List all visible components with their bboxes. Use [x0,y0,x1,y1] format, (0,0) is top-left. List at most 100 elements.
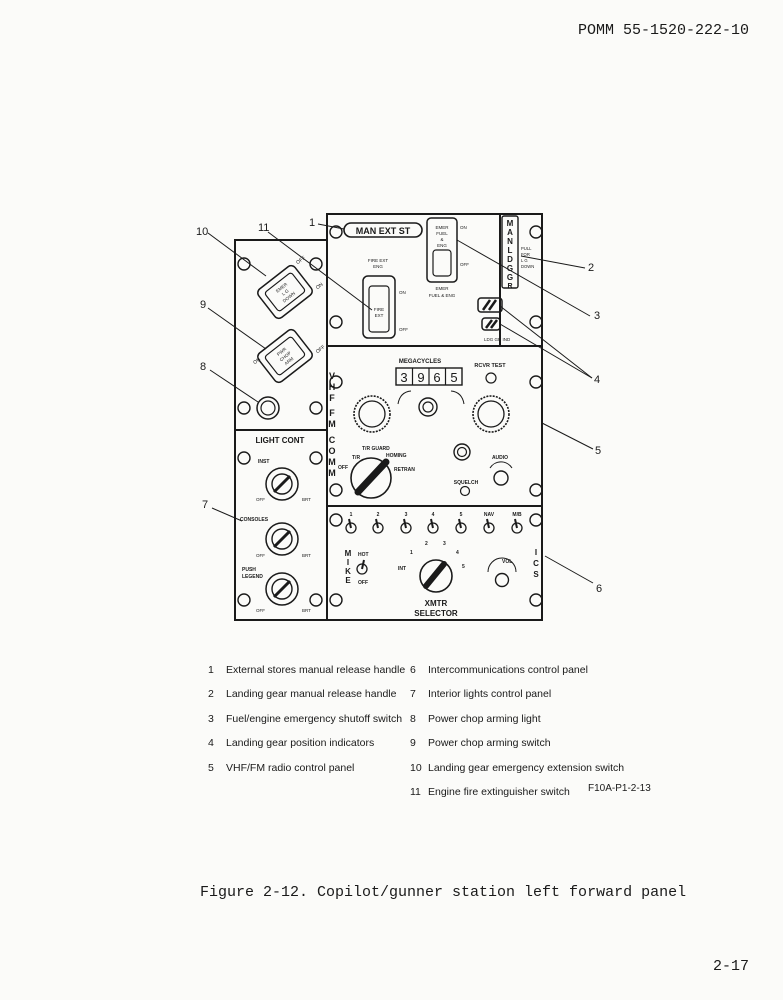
svg-text:9: 9 [200,299,206,311]
svg-text:ON: ON [315,282,325,292]
svg-text:M: M [328,419,336,429]
svg-text:3: 3 [443,541,446,547]
svg-text:N: N [507,237,513,246]
svg-text:M: M [328,468,336,478]
svg-text:E: E [345,576,351,585]
svg-text:OFF: OFF [399,327,408,332]
svg-text:4: 4 [456,550,459,556]
svg-text:T/R: T/R [352,455,360,461]
svg-text:VOL: VOL [502,559,512,565]
svg-text:CHOP: CHOP [279,350,292,362]
svg-text:1: 1 [410,550,413,556]
frequency-display: 3 9 6 5 [395,367,463,386]
ldg-gr-indicators: LDG GR IND [477,297,511,342]
fire-ext-switch: FIRE EXT ENG FIRE EXT ON OFF [362,258,408,339]
figure-code: F10A-P1-2-13 [588,783,651,794]
rcvr-test-light [485,372,497,384]
svg-text:11: 11 [258,222,269,234]
svg-text:C: C [533,559,539,568]
svg-text:FUEL & ENG: FUEL & ENG [429,293,456,298]
svg-text:DOWN: DOWN [521,264,534,269]
svg-text:PWR: PWR [276,346,288,357]
svg-text:M: M [507,219,514,228]
svg-text:OFF: OFF [256,497,265,502]
fuel-engine-shutoff-switch: EMER FUEL & ENG ON OFF EMER FUEL & ENG [426,217,469,298]
svg-text:EXT: EXT [375,313,384,318]
panel-screws [237,225,543,607]
svg-text:OFF: OFF [460,262,469,267]
svg-text:INST: INST [258,459,269,465]
figure-caption: Figure 2-12. Copilot/gunner station left… [200,884,687,901]
page-number: 2-17 [712,958,749,975]
svg-text:S: S [533,570,539,579]
callout-numbers: 1 2 3 4 5 6 7 8 9 10 11 [196,217,602,595]
svg-text:OFF: OFF [338,465,348,471]
svg-text:F: F [329,408,335,418]
svg-text:I: I [347,558,349,567]
svg-text:5: 5 [595,445,601,457]
svg-text:OFF: OFF [315,344,327,355]
svg-text:4: 4 [594,374,600,386]
svg-text:3: 3 [594,310,600,322]
svg-text:5: 5 [460,512,463,518]
svg-text:OFF: OFF [295,255,307,266]
svg-text:NAV: NAV [484,512,495,518]
svg-text:O: O [328,446,335,456]
frequency-knobs [353,390,510,433]
svg-text:EMER: EMER [435,286,449,291]
svg-text:&: & [440,237,443,242]
svg-text:L G: L G [281,288,290,297]
megacycles-label: MEGACYCLES [399,359,441,365]
svg-text:10: 10 [196,226,208,238]
svg-text:PULL: PULL [521,246,532,251]
freq-digit-3: 6 [433,370,440,385]
svg-text:1: 1 [350,512,353,518]
svg-text:M: M [345,549,352,558]
panel-outlines [234,213,543,621]
xmtr-selector: INT 1 2 3 4 5 XMTR SELECTOR [398,541,465,618]
svg-text:2: 2 [377,512,380,518]
svg-text:FIRE: FIRE [374,307,384,312]
svg-text:2: 2 [425,541,428,547]
svg-text:HOMING: HOMING [386,453,407,459]
svg-text:7: 7 [202,499,208,511]
freq-digit-2: 9 [417,370,424,385]
light-cont-knobs: INST OFF BRT CONSOLES OFF BRT PUSH LEGEN… [240,459,311,613]
svg-text:INT: INT [398,566,406,572]
svg-text:HOT: HOT [358,552,369,558]
svg-text:AUDIO: AUDIO [492,455,508,461]
svg-text:ARM: ARM [284,356,295,366]
svg-text:RETRAN: RETRAN [394,467,415,473]
emer-lg-down-switch: EMER L G DOWN OFF ON [257,255,325,320]
svg-text:H: H [329,382,336,392]
svg-text:D: D [507,255,513,264]
freq-digit-4: 5 [450,370,457,385]
svg-text:EMER: EMER [435,225,449,230]
svg-text:OFF: OFF [256,608,265,613]
svg-text:OFF: OFF [358,580,368,586]
svg-text:PUSH: PUSH [242,567,256,573]
svg-text:OFF: OFF [256,553,265,558]
svg-text:XMTR: XMTR [425,599,448,608]
svg-text:SELECTOR: SELECTOR [414,609,458,618]
svg-text:BRT: BRT [302,553,311,558]
pwr-chop-arm-switch: PWR CHOP ARM ON OFF [252,328,327,384]
svg-text:R: R [507,283,512,290]
svg-text:2: 2 [588,262,594,274]
man-ext-st-handle: MAN EXT ST [343,222,423,238]
svg-text:ON: ON [252,356,262,366]
svg-text:6: 6 [596,583,602,595]
svg-text:LDG GR IND: LDG GR IND [484,337,511,342]
mode-selector: T/R GUARD T/R HOMING OFF RETRAN [338,446,415,499]
callout-leaders [207,223,594,584]
svg-text:F: F [329,393,335,403]
